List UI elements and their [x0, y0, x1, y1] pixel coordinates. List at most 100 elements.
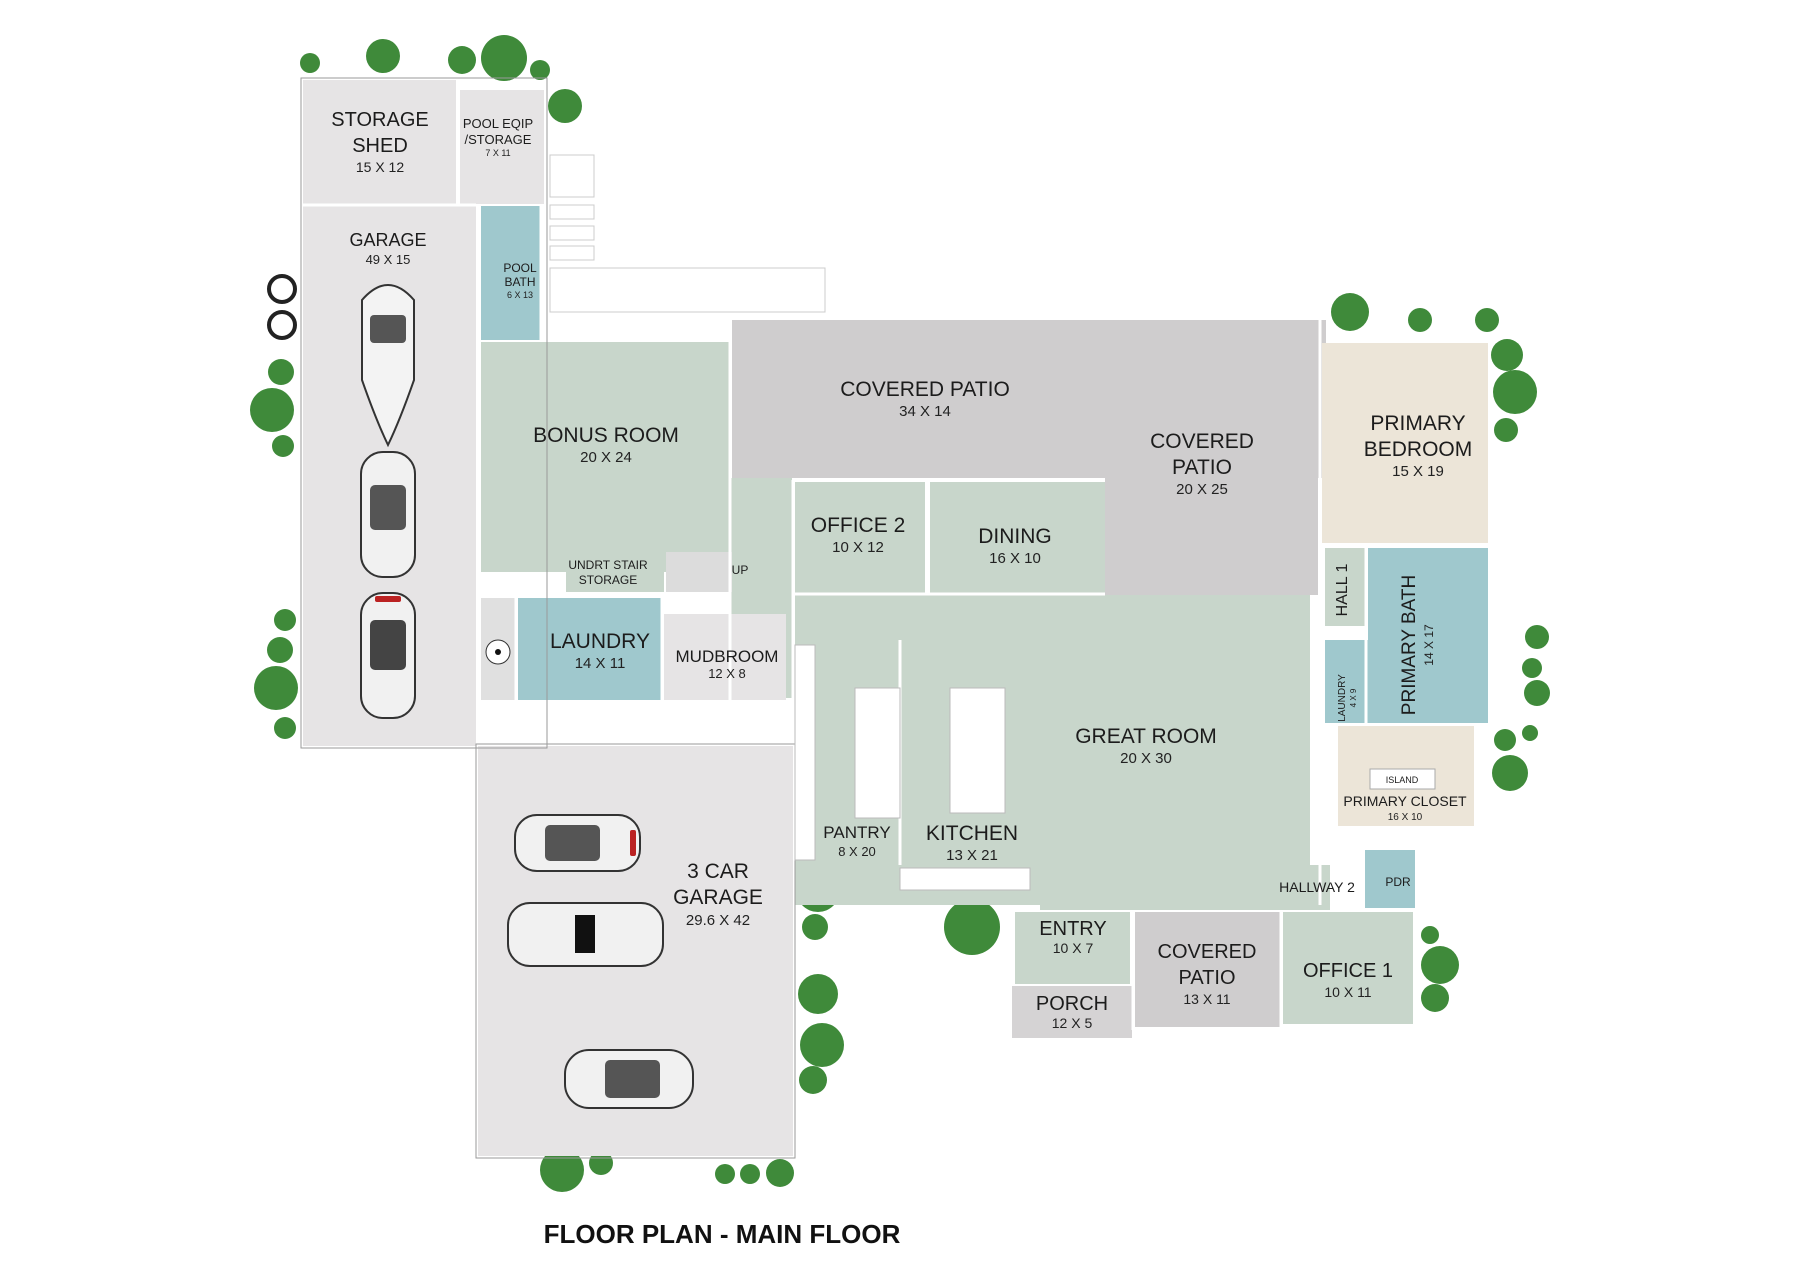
garage-dim: 49 X 15	[366, 252, 411, 267]
hall1-label: HALL 1	[1334, 564, 1351, 617]
great-room-dim: 20 X 30	[1120, 750, 1172, 767]
porch-dim: 12 X 5	[1052, 1015, 1093, 1031]
stair-area	[666, 552, 732, 592]
tree	[366, 39, 400, 73]
office1-dim: 10 X 11	[1324, 984, 1371, 1000]
pantry-dim: 8 X 20	[838, 844, 876, 859]
pool-equip-area	[460, 90, 544, 204]
office1-label: OFFICE 1	[1303, 960, 1393, 982]
tree	[274, 717, 296, 739]
office2-dim: 10 X 12	[832, 539, 884, 556]
tree	[272, 435, 294, 457]
storage-shed-area	[303, 80, 456, 204]
mudbroom-dim: 12 X 8	[708, 666, 746, 681]
bonus-room-dim: 20 X 24	[580, 449, 632, 466]
storage-shed-label: SHED	[352, 135, 408, 157]
pdr-area	[1365, 850, 1415, 908]
entry-area	[1015, 912, 1130, 984]
covered-patio-front-dim: 13 X 11	[1183, 991, 1230, 1007]
undrt-stair-area	[566, 552, 664, 592]
stair-up-label: UP	[732, 563, 749, 577]
tree	[274, 609, 296, 631]
tree	[1494, 729, 1516, 751]
tree	[1492, 755, 1528, 791]
covered-patio-side-area	[1105, 320, 1318, 595]
primary-closet-dim: 16 X 10	[1388, 812, 1423, 823]
tree	[481, 35, 527, 81]
garage-label: GARAGE	[349, 230, 426, 250]
tree	[1491, 339, 1523, 371]
tree	[799, 1066, 827, 1094]
kitchen-label: KITCHEN	[926, 822, 1018, 845]
tree	[1494, 418, 1518, 442]
ac-unit	[267, 310, 297, 340]
tree	[802, 914, 828, 940]
tree	[1408, 308, 1432, 332]
tree	[1522, 658, 1542, 678]
plan-title: FLOOR PLAN - MAIN FLOOR	[544, 1219, 901, 1249]
mudbroom-label: MUDBROOM	[676, 647, 779, 666]
bonus-room-area	[481, 342, 730, 572]
pool-bath-label: POOL	[503, 261, 537, 275]
porch-label: PORCH	[1036, 993, 1108, 1015]
tree	[448, 46, 476, 74]
room-labels: STORAGE SHED 15 X 12 POOL EQIP /STORAGE …	[331, 109, 1472, 1031]
storage-shed-dim: 15 X 12	[356, 159, 404, 175]
covered-patio-rear-label: COVERED PATIO	[840, 378, 1010, 401]
ac-unit	[267, 274, 297, 304]
tree	[267, 637, 293, 663]
pool-bath-dim: 6 X 13	[507, 290, 533, 300]
entry-dim: 10 X 7	[1053, 940, 1094, 956]
undrt-stair-label: STORAGE	[579, 573, 637, 587]
tree	[1522, 725, 1538, 741]
primary-closet-label: PRIMARY CLOSET	[1343, 793, 1467, 809]
tree	[1421, 984, 1449, 1012]
room-fills	[303, 80, 1488, 1156]
hall1-area	[1325, 548, 1365, 626]
walls	[303, 80, 1368, 1030]
covered-patio-front-area	[1135, 912, 1280, 1027]
tree	[548, 89, 582, 123]
garage3-dim: 29.6 X 42	[686, 912, 750, 929]
laundry-area	[518, 598, 661, 700]
covered-patio-rear-dim: 34 X 14	[899, 403, 951, 420]
primary-bath-dim: 14 X 17	[1422, 624, 1436, 666]
tree	[1421, 946, 1459, 984]
pool-step	[549, 154, 595, 198]
porch-area	[1012, 986, 1132, 1038]
kitchen-island	[949, 687, 1006, 814]
laundry-label: LAUNDRY	[550, 630, 650, 653]
garage3-label: GARAGE	[673, 886, 763, 909]
covered-patio-side-label: COVERED	[1150, 430, 1254, 453]
tree	[798, 974, 838, 1014]
garage3-label: 3 CAR	[687, 860, 749, 883]
dining-area	[930, 482, 1105, 594]
tree	[1331, 293, 1369, 331]
undrt-stair-label: UNDRT STAIR	[568, 558, 648, 572]
tree	[800, 1023, 844, 1067]
pool-step	[549, 204, 595, 220]
pool-step	[549, 225, 595, 241]
great-room-label: GREAT ROOM	[1075, 725, 1217, 748]
tree	[1475, 308, 1499, 332]
tree	[250, 388, 294, 432]
kitchen-dim: 13 X 21	[946, 847, 998, 864]
primary-bedroom-label: PRIMARY	[1370, 412, 1465, 435]
tree	[300, 53, 320, 73]
primary-bedroom-area	[1322, 343, 1488, 543]
primary-bedroom-label: BEDROOM	[1364, 438, 1473, 461]
outline	[300, 77, 796, 1159]
covered-patio-front-label: COVERED	[1158, 941, 1257, 963]
tree	[540, 1148, 584, 1192]
tree	[254, 666, 298, 710]
pool-equip-dim: 7 X 11	[485, 148, 510, 158]
tree	[268, 359, 294, 385]
dining-label: DINING	[978, 525, 1052, 548]
tree	[715, 1164, 735, 1184]
closet-island	[1369, 768, 1436, 790]
tree	[530, 60, 550, 80]
fixtures	[267, 154, 1436, 1109]
pool-equip-label: POOL EQIP	[463, 116, 533, 131]
pool-bath-area	[481, 206, 541, 340]
tree	[766, 1159, 794, 1187]
